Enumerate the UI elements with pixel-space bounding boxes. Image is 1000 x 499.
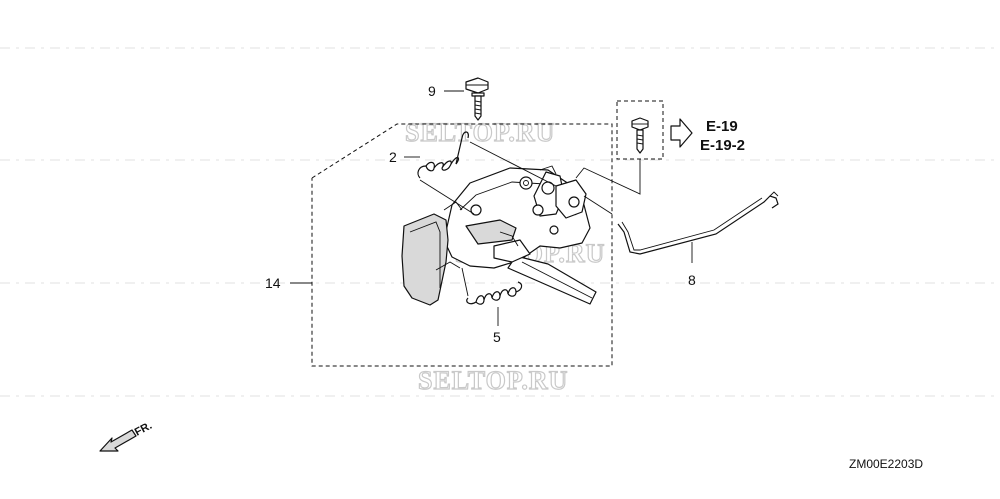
spring-part-2 xyxy=(417,131,469,179)
front-direction-indicator: FR. xyxy=(99,420,154,452)
diagram-code: ZM00E2203D xyxy=(849,457,923,471)
front-arrow-icon xyxy=(99,429,137,452)
callout-8: 8 xyxy=(688,272,696,288)
background-noise xyxy=(0,47,1000,397)
reference-label-e19: E-19 xyxy=(706,118,738,135)
spring-part-5 xyxy=(466,281,523,305)
reference-bolt xyxy=(631,117,649,154)
assembly-group-outline xyxy=(311,123,613,367)
lever-assembly-drawing xyxy=(401,165,597,306)
callout-14: 14 xyxy=(265,275,281,291)
reference-label-e19-2: E-19-2 xyxy=(700,137,745,154)
callout-5: 5 xyxy=(493,329,501,345)
watermark-top: SELTOP.RU xyxy=(405,118,555,147)
rod-part-8 xyxy=(617,191,779,255)
leader-lines xyxy=(290,90,693,326)
callout-2: 2 xyxy=(389,149,397,165)
watermark-bottom: SELTOP.RU xyxy=(418,366,568,395)
bolt-part-9 xyxy=(465,77,489,121)
reference-arrow-icon xyxy=(670,118,693,148)
callout-9: 9 xyxy=(428,83,436,99)
front-label: FR. xyxy=(133,420,154,439)
